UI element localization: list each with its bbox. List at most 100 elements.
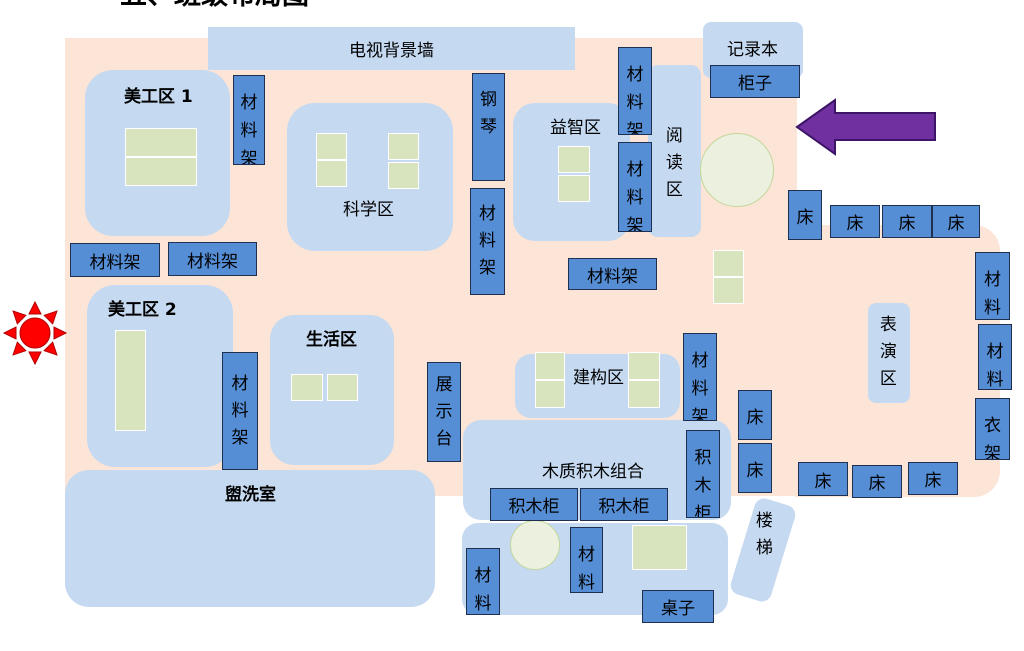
material-shelf-label: 材料架 — [984, 270, 1001, 318]
page-title: 五、班级布局图 — [120, 0, 309, 10]
sun-ray — [53, 326, 68, 340]
tv-background-wall-label: 电视背景墙 — [349, 41, 434, 61]
title-clip: 五、班级布局图 — [110, 0, 350, 10]
bed: 床 — [908, 462, 958, 495]
art-table — [125, 157, 197, 186]
bed: 床 — [852, 465, 902, 498]
sun-ray — [43, 310, 58, 325]
science-table — [316, 160, 347, 187]
reading-zone-label: 阅读区 — [665, 126, 683, 200]
material-shelf: 材料架 — [570, 527, 603, 593]
science-table — [316, 133, 347, 160]
material-shelf: 材料架 — [222, 352, 258, 470]
table-label: 桌子 — [661, 599, 695, 619]
art-zone-2: 美工区 2 — [87, 285, 233, 467]
clothes-rack: 衣架 — [975, 398, 1010, 460]
material-shelf: 材料架 — [70, 243, 160, 277]
puzzle-table — [558, 146, 590, 173]
material-shelf-label: 材料架 — [240, 93, 258, 165]
sun-ray — [2, 326, 17, 340]
record-book-label: 记录本 — [727, 40, 778, 60]
sun-ray — [28, 351, 42, 366]
bed-label: 床 — [796, 207, 814, 228]
block-cabinet: 积木柜 — [580, 488, 668, 521]
bed-label: 床 — [868, 474, 886, 494]
construction-zone-label: 建构区 — [573, 368, 624, 388]
material-shelf: 材料架 — [683, 333, 717, 421]
sun-ray — [43, 341, 58, 356]
sun-core — [19, 317, 51, 349]
reading-zone: 阅读区 — [648, 65, 701, 237]
science-zone: 科学区 — [287, 103, 453, 251]
art-zone-1-label: 美工区 1 — [124, 87, 193, 107]
material-shelf: 材料架 — [975, 252, 1010, 320]
arrow-left-icon — [795, 98, 936, 156]
bed: 床 — [788, 190, 822, 240]
construction-table — [628, 380, 660, 408]
science-table — [388, 162, 419, 189]
art-table — [125, 128, 197, 157]
block-cabinet-label: 积木柜 — [598, 497, 650, 517]
washroom: 盥洗室 — [65, 470, 435, 607]
cabinet-label: 柜子 — [738, 74, 772, 94]
sun-ray — [28, 300, 42, 315]
stairs-label: 楼梯 — [755, 511, 773, 558]
puzzle-table — [558, 175, 590, 202]
material-shelf-label: 材料架 — [986, 342, 1004, 390]
material-shelf: 材料架 — [568, 258, 657, 290]
art-table-long — [115, 330, 146, 431]
cabinet: 柜子 — [710, 65, 800, 98]
block-cabinet: 积木柜 — [490, 488, 578, 521]
round-table — [700, 133, 774, 207]
material-shelf: 材料架 — [466, 548, 500, 615]
material-shelf: 材料架 — [470, 188, 505, 295]
display-stand: 展示台 — [427, 362, 461, 462]
life-table — [291, 374, 323, 401]
bed: 床 — [882, 205, 932, 238]
construction-table — [535, 380, 565, 408]
science-table — [388, 133, 419, 160]
material-shelf: 材料架 — [168, 242, 257, 276]
material-shelf-label: 材料架 — [626, 65, 644, 135]
material-shelf-label: 材料架 — [89, 252, 141, 273]
bed: 床 — [830, 205, 880, 238]
material-shelf: 材料架 — [618, 47, 652, 135]
performance-zone: 表演区 — [868, 303, 910, 403]
bed-label: 床 — [846, 214, 864, 234]
bottom-room-table — [632, 525, 687, 570]
material-shelf-label: 材料架 — [474, 566, 492, 614]
material-shelf-label: 材料架 — [587, 266, 638, 287]
material-shelf-label: 材料架 — [231, 373, 249, 448]
bed: 床 — [738, 390, 772, 440]
piano-label: 钢琴 — [480, 90, 497, 137]
bed-label: 床 — [746, 460, 764, 481]
material-shelf: 材料架 — [618, 142, 652, 232]
floor-table — [713, 277, 744, 304]
bed-label: 床 — [924, 471, 942, 491]
construction-table — [628, 352, 660, 380]
construction-table — [535, 352, 565, 380]
material-shelf-label: 材料架 — [479, 204, 496, 278]
piano: 钢琴 — [472, 73, 505, 181]
wooden-blocks-zone-label: 木质积木组合 — [542, 462, 644, 482]
puzzle-zone-label: 益智区 — [550, 118, 601, 138]
washroom-label: 盥洗室 — [225, 485, 276, 505]
round-table-small — [510, 520, 560, 570]
bed: 床 — [932, 205, 980, 238]
block-cabinet-label: 积木柜 — [694, 448, 712, 518]
bed-label: 床 — [898, 214, 916, 234]
display-stand-label: 展示台 — [435, 374, 453, 449]
block-cabinet-label: 积木柜 — [508, 497, 560, 517]
block-cabinet: 积木柜 — [686, 430, 720, 518]
sun-ray — [12, 341, 27, 356]
bed: 床 — [738, 443, 772, 493]
material-shelf-label: 材料架 — [187, 251, 238, 272]
art-zone-2-label: 美工区 2 — [108, 300, 177, 320]
tv-background-wall: 电视背景墙 — [208, 27, 575, 70]
bed-label: 床 — [947, 214, 965, 234]
material-shelf: 材料架 — [978, 324, 1012, 390]
sun-icon — [2, 300, 68, 366]
life-zone-label: 生活区 — [306, 330, 357, 350]
bed-label: 床 — [814, 471, 832, 492]
arrow-shape — [795, 98, 936, 156]
